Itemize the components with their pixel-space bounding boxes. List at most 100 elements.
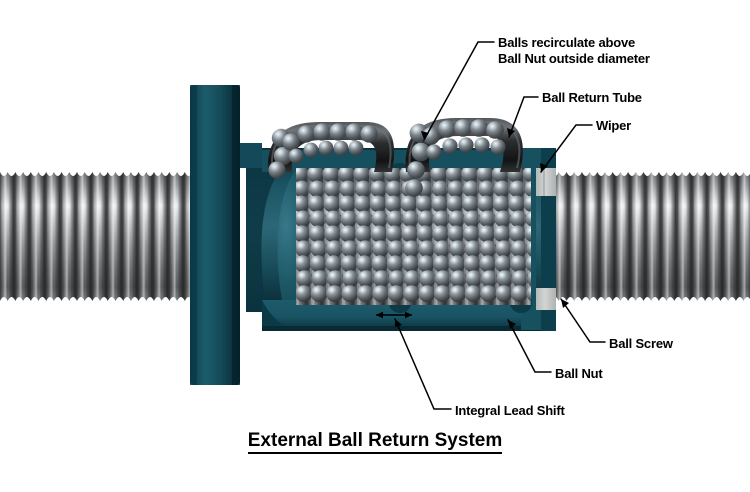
- ball: [448, 255, 466, 273]
- ball: [296, 168, 309, 183]
- ball: [385, 225, 403, 243]
- ball: [480, 285, 497, 303]
- ball: [479, 255, 496, 273]
- ball: [447, 180, 465, 198]
- ball: [296, 180, 311, 198]
- ball: [478, 180, 495, 198]
- ball: [356, 240, 374, 258]
- ball: [385, 195, 402, 213]
- ball: [493, 180, 511, 198]
- ball-return-tube-left: [267, 122, 395, 179]
- ball: [464, 285, 482, 303]
- ball: [324, 225, 342, 243]
- ball: [309, 210, 327, 228]
- wiper-callout-label: Wiper: [596, 118, 631, 133]
- ball: [433, 240, 451, 258]
- ball: [430, 168, 448, 183]
- ball: [417, 210, 435, 228]
- ball: [449, 240, 466, 258]
- ball: [495, 240, 513, 258]
- ball: [339, 225, 357, 243]
- ball: [496, 270, 514, 288]
- ball: [400, 195, 418, 213]
- ball: [341, 285, 359, 303]
- ball: [479, 210, 496, 228]
- ball: [357, 270, 375, 288]
- ball: [340, 210, 358, 228]
- integral-lead-shift-callout-label: Integral Lead Shift: [455, 403, 565, 418]
- ball: [402, 255, 419, 273]
- ball: [386, 210, 404, 228]
- ball: [354, 195, 372, 213]
- ball: [402, 210, 419, 228]
- ball: [462, 225, 480, 243]
- ball: [308, 195, 325, 213]
- ball: [370, 180, 388, 198]
- ball: [356, 285, 374, 303]
- ball: [354, 180, 372, 198]
- ball: [386, 255, 404, 273]
- ball: [433, 285, 451, 303]
- ball: [431, 180, 449, 198]
- leader-lines: [394, 41, 606, 410]
- ball: [371, 255, 389, 273]
- tube-balls-right: [405, 119, 506, 197]
- ball: [325, 240, 343, 258]
- ball: [322, 168, 340, 183]
- ball: [493, 225, 511, 243]
- ball: [509, 225, 526, 243]
- ball: [387, 285, 405, 303]
- ball: [494, 255, 512, 273]
- ball: [476, 168, 494, 183]
- ball: [307, 168, 324, 183]
- ball: [432, 210, 450, 228]
- ball: [417, 255, 435, 273]
- figure-title: External Ball Return System: [0, 430, 750, 454]
- ball: [403, 270, 421, 288]
- ball: [446, 195, 464, 213]
- ball: [310, 285, 328, 303]
- balls-recirculate-callout-label: Balls recirculate above Ball Nut outside…: [498, 35, 650, 66]
- ball: [479, 240, 497, 258]
- ball: [416, 225, 434, 243]
- ball: [355, 210, 373, 228]
- ball: [296, 240, 312, 258]
- ball: [464, 240, 482, 258]
- ball: [323, 195, 341, 213]
- ball: [526, 240, 531, 258]
- ball: [449, 285, 467, 303]
- ball: [478, 225, 496, 243]
- ball: [433, 255, 450, 273]
- integral-lead-shift-arrow: [376, 311, 412, 319]
- ball: [462, 180, 480, 198]
- ball: [337, 168, 355, 183]
- ball: [495, 285, 513, 303]
- ball: [523, 195, 531, 213]
- ball: [431, 195, 449, 213]
- ball: [450, 270, 467, 288]
- ball: [402, 240, 420, 258]
- ball: [309, 255, 327, 273]
- tube-balls-left: [268, 123, 378, 179]
- ball: [526, 285, 531, 303]
- ball: [308, 225, 326, 243]
- ball: [371, 210, 389, 228]
- ball: [372, 285, 390, 303]
- ball: [418, 240, 436, 258]
- ball-screw-callout-label: Ball Screw: [609, 336, 673, 351]
- ball: [339, 180, 357, 198]
- ball: [418, 285, 436, 303]
- ball: [524, 180, 531, 198]
- ball: [388, 270, 406, 288]
- ball: [419, 270, 437, 288]
- ball: [448, 210, 466, 228]
- ball: [415, 195, 433, 213]
- ball: [480, 270, 498, 288]
- ball: [462, 195, 479, 213]
- ball: [338, 195, 356, 213]
- ball-return-tube-callout-label: Ball Return Tube: [542, 90, 642, 105]
- ball: [296, 285, 313, 303]
- ball: [296, 255, 312, 273]
- ball: [356, 255, 373, 273]
